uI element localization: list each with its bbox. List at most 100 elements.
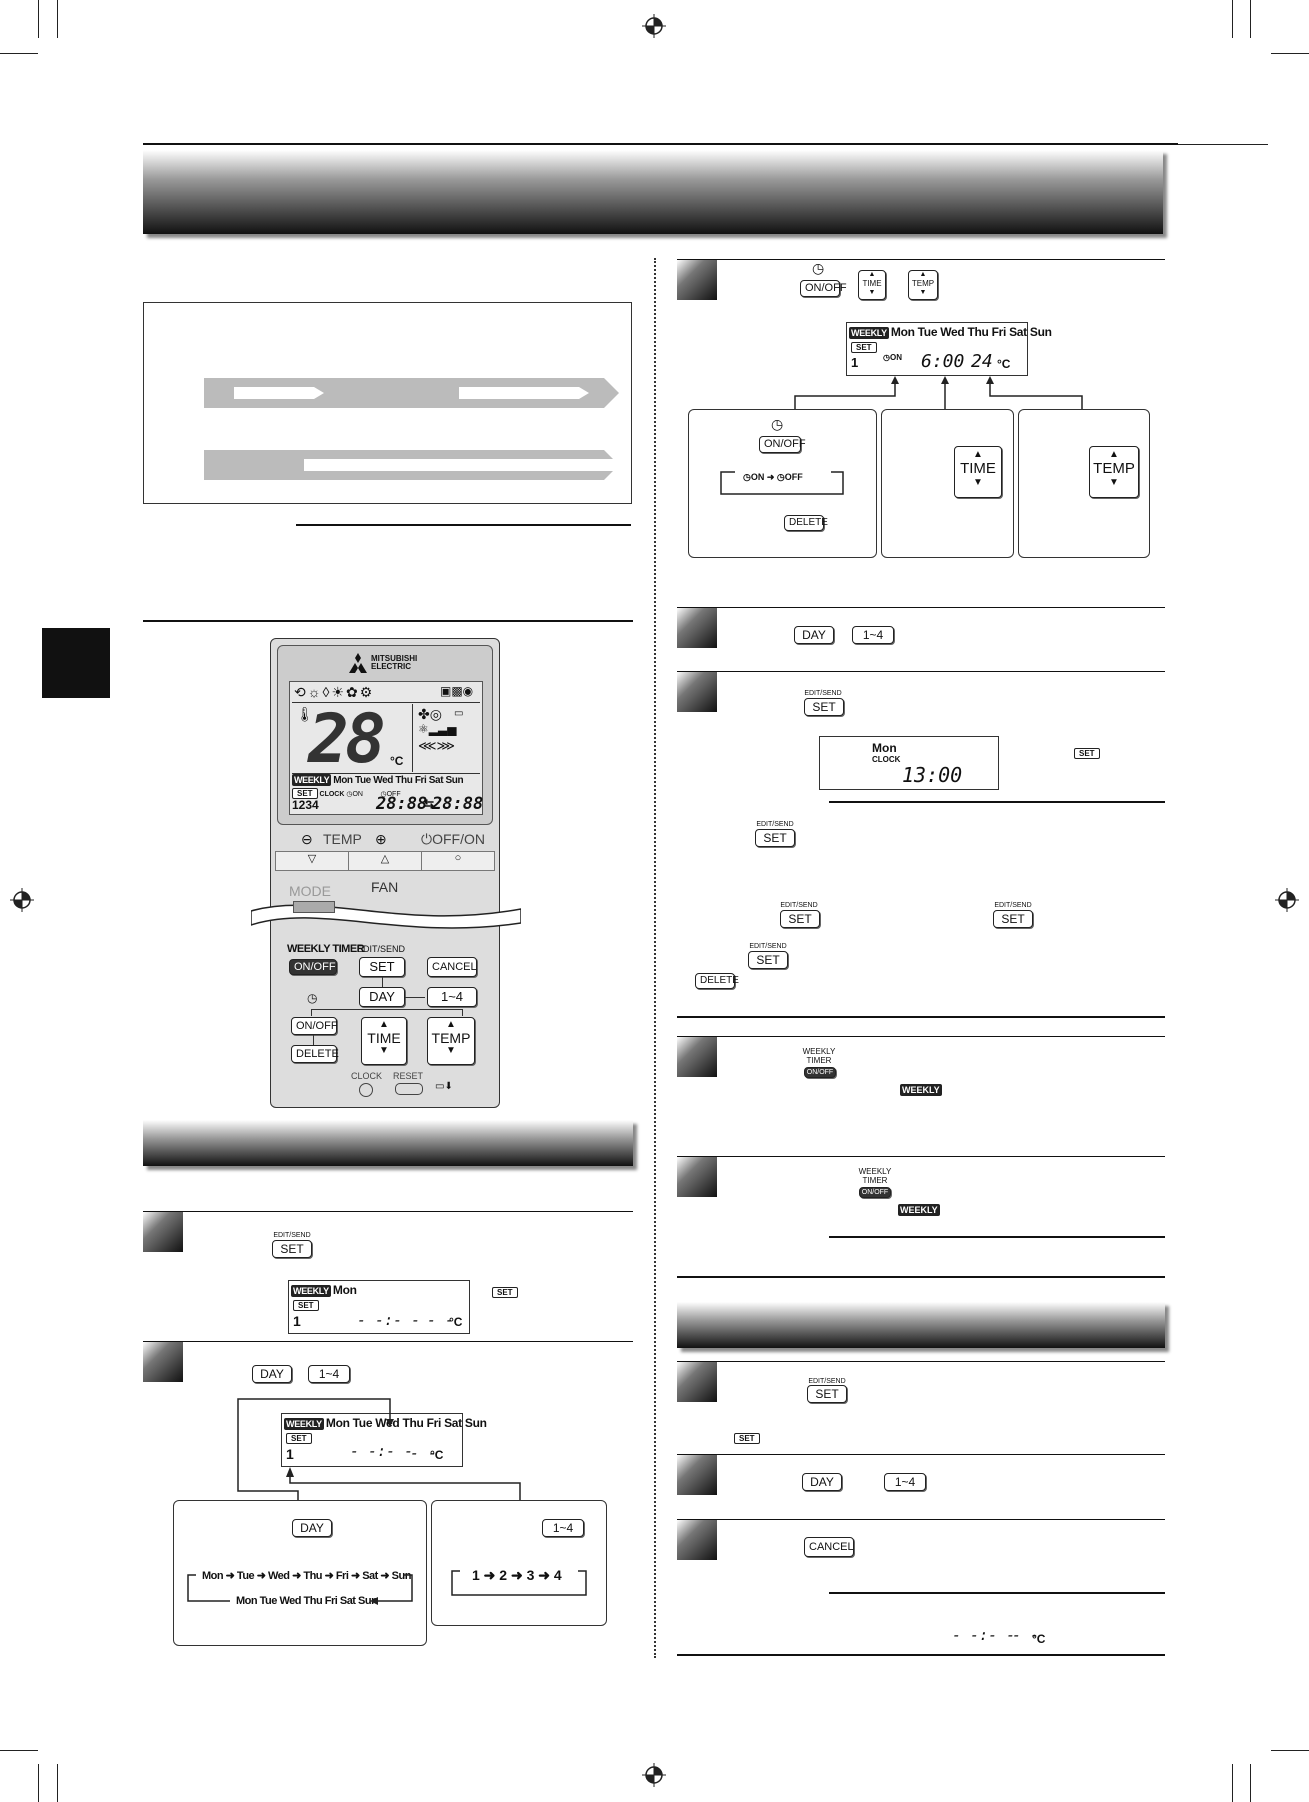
lcd-days: Mon Tue Wed Thu Fri Sat Sun [325, 1416, 487, 1430]
day-button[interactable]: DAY [794, 626, 834, 644]
temp-down-button[interactable]: ▽ [276, 852, 349, 870]
registration-mark-icon [1275, 888, 1299, 912]
set-top-label: EDIT/SEND [994, 902, 1032, 909]
step-marker [677, 1520, 717, 1560]
temp-plus-icon[interactable]: ⊕ [375, 831, 387, 847]
temp-button[interactable]: ▲TEMP▼ [1089, 446, 1139, 498]
temp-label: TEMP [323, 831, 362, 847]
range-button[interactable]: 1~4 [542, 1519, 584, 1537]
mode-label: MODE [289, 883, 331, 899]
timer-onoff-button[interactable]: ON/OFF [291, 1017, 338, 1035]
weekly-timer-onoff-button[interactable]: ON/OFF [289, 959, 337, 975]
registration-mark-icon [642, 14, 666, 38]
time-box: ▲TIME▼ [881, 409, 1014, 558]
timer-label: TIMER [862, 1176, 888, 1185]
lcd-time: - -:- - [357, 1311, 421, 1329]
crop-mark [0, 53, 38, 54]
day-button[interactable]: DAY [292, 1519, 332, 1537]
range-button[interactable]: 1~4 [852, 626, 894, 644]
battery-icon: ▭ [454, 708, 464, 719]
crop-mark [57, 0, 58, 38]
step-marker [677, 608, 717, 648]
set-button[interactable]: SET [780, 910, 820, 928]
range-button[interactable]: 1~4 [308, 1365, 350, 1383]
step-marker [677, 1157, 717, 1197]
reset-button[interactable] [395, 1083, 423, 1095]
set-button[interactable]: SET [755, 829, 795, 847]
set-indicator: SET [292, 788, 318, 799]
power-icon: ⏻ [421, 831, 433, 847]
temp-button-label: TEMP [431, 1030, 471, 1046]
set-button[interactable]: SET [748, 951, 788, 969]
weekly-timer-onoff-button[interactable]: ON/OFF [859, 1187, 891, 1198]
set-button[interactable]: SET [993, 910, 1033, 928]
temp-up-button[interactable]: △ [349, 852, 422, 870]
step-rule [677, 607, 1165, 608]
time-button[interactable]: ▲TIME▼ [858, 270, 886, 300]
lcd-days: Mon Tue Wed Thu Fri Sat Sun [890, 325, 1052, 339]
vane-icon: ⋘⋙ [418, 738, 455, 753]
program-number: 1 [293, 1313, 301, 1329]
temp-button[interactable]: ▲TEMP▼ [908, 270, 938, 300]
timer-onoff-button[interactable]: ON/OFF [759, 436, 806, 453]
top-rule [143, 143, 1178, 145]
range-button[interactable]: 1~4 [884, 1473, 926, 1491]
crop-mark [1250, 1764, 1251, 1802]
day-button[interactable]: DAY [359, 987, 405, 1007]
clock-icon: ◷ [812, 260, 825, 276]
step-marker [677, 1455, 717, 1495]
day-button[interactable]: DAY [802, 1473, 842, 1491]
weekly-timer-label: WEEKLY TIMER [287, 943, 365, 955]
weekly-indicator: WEEKLY [284, 1418, 324, 1430]
range-button[interactable]: 1~4 [427, 987, 477, 1007]
time-button[interactable]: ▲TIME▼ [361, 1017, 407, 1065]
lcd-day: Mon [872, 741, 897, 755]
timer-onoff-button[interactable]: ON/OFF [800, 280, 847, 297]
lcd-temp: - - [1012, 1626, 1040, 1644]
lcd-temp: - - [427, 1311, 455, 1329]
step-rule [677, 1361, 1165, 1362]
step-marker [143, 1342, 183, 1382]
note-rule [829, 1236, 1165, 1238]
set-top-label: EDIT/SEND [273, 1232, 311, 1239]
delete-button[interactable]: DELETE [784, 515, 828, 531]
temp-minus-icon[interactable]: ⊖ [301, 831, 313, 847]
step-rule [677, 671, 1165, 672]
step-marker [677, 1037, 717, 1077]
temp-unit: °C [390, 754, 404, 768]
set-top-label: EDIT/SEND [780, 902, 818, 909]
power-button[interactable]: ○ [454, 852, 462, 864]
set-button[interactable]: SET [272, 1240, 312, 1258]
battery-cover-icon: ▭⬇ [435, 1081, 453, 1092]
time-button[interactable]: ▲TIME▼ [954, 446, 1002, 498]
info-box [143, 302, 632, 504]
lcd-day: Mon [332, 1283, 357, 1297]
timeline-diagram [204, 378, 624, 480]
mode-button[interactable] [293, 901, 335, 913]
delete-button[interactable]: DELETE [695, 973, 739, 989]
set-button[interactable]: SET [359, 957, 405, 977]
cancel-button[interactable]: CANCEL [804, 1537, 854, 1557]
cancel-button[interactable]: CANCEL [427, 957, 477, 977]
delete-button[interactable]: DELETE [291, 1045, 339, 1063]
weekly-indicator: WEEKLY [291, 1285, 331, 1297]
step-rule [677, 1036, 1165, 1037]
set-button[interactable]: SET [804, 698, 844, 716]
weekly-indicator: WEEKLY [898, 1204, 940, 1216]
day-cycle-box: DAY Mon ➜ Tue ➜ Wed ➜ Thu ➜ Fri ➜ Sat ➜ … [173, 1500, 427, 1646]
crop-mark [1271, 53, 1309, 54]
step-rule [677, 1454, 1165, 1455]
on-indicator: ON [352, 791, 363, 798]
step-marker [143, 1212, 183, 1252]
clock-button[interactable] [359, 1083, 373, 1097]
day-button[interactable]: DAY [252, 1365, 292, 1383]
note-rule [829, 1592, 1165, 1594]
lcd-time: 6:00 [921, 351, 965, 372]
set-button[interactable]: SET [807, 1385, 847, 1403]
set-indicator: SET [286, 1433, 312, 1444]
lcd-unit: °C [1032, 1632, 1046, 1646]
temp-button[interactable]: ▲TEMP▼ [427, 1017, 475, 1065]
weekly-timer-onoff-button[interactable]: ON/OFF [804, 1067, 836, 1078]
clock-indicator: CLOCK [872, 755, 901, 764]
